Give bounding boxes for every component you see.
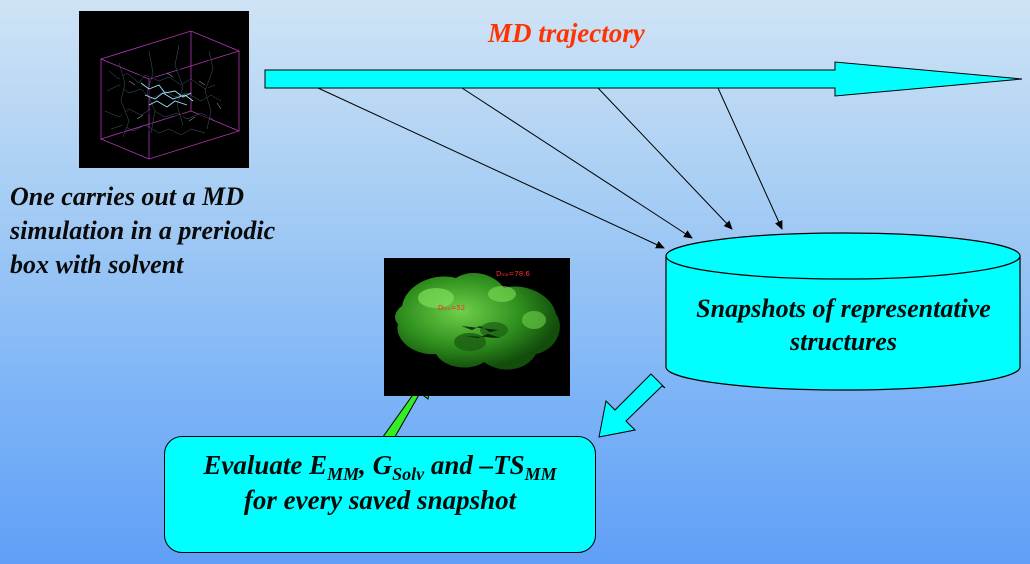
snapshot-arrow-4 [717,87,783,230]
evaluate-line-1: Evaluate EMM, GSolv and –TSMM [164,448,596,483]
snapshots-line-2: structures [790,327,897,356]
cylinder-to-evaluate-arrow [598,373,666,438]
snapshots-label: Snapshots of representative structures [666,292,1021,358]
md-simulation-caption: One carries out a MD simulation in a pre… [10,180,340,282]
periodic-box-wireframe [99,30,241,160]
snapshot-arrow-3 [597,87,733,230]
evaluate-label: Evaluate EMM, GSolv and –TSMM for every … [164,448,596,518]
evaluate-box [164,436,596,553]
protein-surface-image: Dₘₐ=78.6 Dₘₐ=52 [384,258,570,396]
snapshot-arrow-1 [317,87,665,249]
protein-label-2: Dₘₐ=52 [438,304,465,312]
protein-surface-graphic: Dₘₐ=78.6 Dₘₐ=52 [395,270,560,370]
tsmm-subscript: MM [524,464,557,484]
evaluate-line-2: for every saved snapshot [243,485,517,515]
evaluate-prefix: Evaluate E [203,450,328,480]
md-trajectory-arrow [264,61,1023,97]
gsolv-subscript: Solv [392,464,425,484]
caption-line-3: box with solvent [10,250,184,279]
md-trajectory-label: MD trajectory [488,18,645,48]
snapshots-cylinder [665,232,1021,391]
evaluate-ts: and –TS [424,450,525,480]
caption-line-1: One carries out a MD [10,182,245,211]
md-simulation-box-image [79,11,249,168]
evaluate-g: , G [359,450,393,480]
snapshot-arrow-2 [461,87,693,239]
protein-label-1: Dₘₐ=78.6 [496,270,530,278]
emm-subscript: MM [327,464,360,484]
snapshots-line-1: Snapshots of representative [696,294,991,323]
caption-line-2: simulation in a preriodic [10,216,276,245]
